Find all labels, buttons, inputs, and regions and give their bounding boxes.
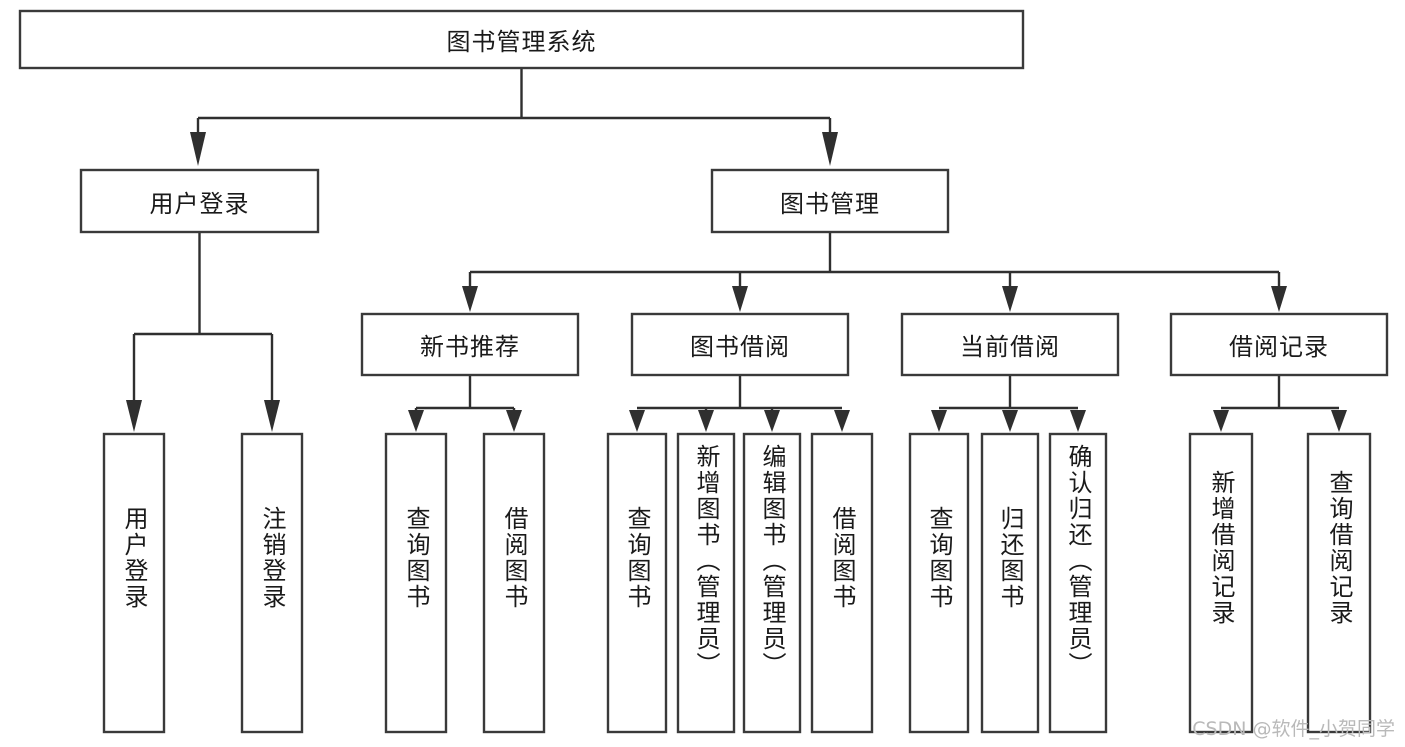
- arrow-head-book-manage: [822, 132, 838, 166]
- arrow-head-leaf-edit-book: [764, 410, 780, 432]
- node-box-leaf-query-book-1[interactable]: [384, 432, 448, 734]
- arrow-head-user-login: [190, 132, 206, 166]
- csdn-watermark: CSDN @软件_小贺同学: [1192, 718, 1395, 740]
- node-box-leaf-add-book[interactable]: [676, 432, 736, 734]
- node-box-leaf-query-book-2[interactable]: [606, 432, 668, 734]
- node-box-root[interactable]: [18, 9, 1025, 70]
- node-box-book-manage[interactable]: [710, 168, 950, 234]
- node-box-leaf-borrow-book-1[interactable]: [482, 432, 546, 734]
- arrow-head-borrow-record: [1271, 286, 1287, 312]
- node-box-leaf-return-book[interactable]: [980, 432, 1040, 734]
- node-box-borrow-record[interactable]: [1169, 312, 1389, 377]
- connector-group-book-borrow-children: [629, 375, 850, 432]
- node-box-new-book-recommend[interactable]: [360, 312, 580, 377]
- arrow-head-leaf-confirm-return: [1070, 410, 1086, 432]
- arrow-head-leaf-borrow-book-1: [506, 410, 522, 432]
- arrow-head-leaf-user-login: [126, 400, 142, 432]
- node-box-leaf-query-record[interactable]: [1306, 432, 1372, 734]
- arrow-head-leaf-query-book-2: [629, 410, 645, 432]
- arrow-head-new-book-recommend: [462, 286, 478, 312]
- arrow-head-leaf-query-book-3: [931, 410, 947, 432]
- node-box-leaf-edit-book[interactable]: [742, 432, 802, 734]
- connector-group-root-to-level2: [190, 68, 838, 166]
- connector-group-borrow-record-children: [1213, 375, 1347, 432]
- node-box-user-login[interactable]: [79, 168, 320, 234]
- node-box-leaf-user-login[interactable]: [102, 432, 166, 734]
- node-box-leaf-confirm-return[interactable]: [1048, 432, 1108, 734]
- node-box-leaf-query-book-3[interactable]: [908, 432, 970, 734]
- arrow-head-leaf-return-book: [1002, 410, 1018, 432]
- arrow-head-leaf-user-logout: [264, 400, 280, 432]
- connector-group-user-login-children: [126, 232, 280, 432]
- node-box-leaf-user-logout[interactable]: [240, 432, 304, 734]
- connector-group-current-borrow-children: [931, 375, 1086, 432]
- node-box-leaf-add-record[interactable]: [1188, 432, 1254, 734]
- arrow-head-leaf-add-book: [698, 410, 714, 432]
- connector-group-book-manage-children: [462, 232, 1287, 312]
- connector-group-new-book-recommend-children: [408, 375, 522, 432]
- arrow-head-current-borrow: [1002, 286, 1018, 312]
- arrow-head-leaf-query-record: [1331, 410, 1347, 432]
- node-box-leaf-borrow-book-2[interactable]: [810, 432, 874, 734]
- node-box-current-borrow[interactable]: [900, 312, 1120, 377]
- arrow-head-leaf-borrow-book-2: [834, 410, 850, 432]
- arrow-head-leaf-query-book-1: [408, 410, 424, 432]
- arrow-head-book-borrow: [732, 286, 748, 312]
- node-box-book-borrow[interactable]: [630, 312, 850, 377]
- arrow-head-leaf-add-record: [1213, 410, 1229, 432]
